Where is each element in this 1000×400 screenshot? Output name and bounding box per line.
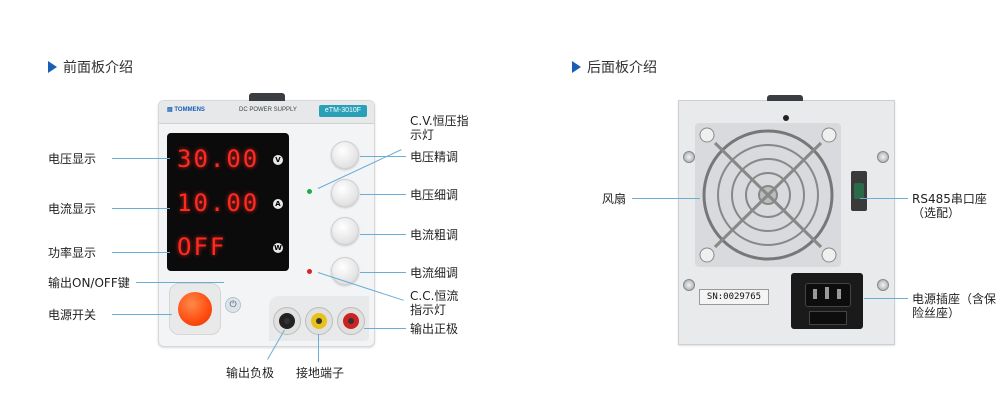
rear-section-title: 后面板介绍: [572, 57, 657, 77]
leader-line: [360, 234, 406, 235]
negative-terminal: [273, 307, 301, 335]
label-cc-led: C.C.恒流指示灯: [410, 289, 459, 317]
unit-w-badge: W: [273, 243, 283, 253]
screw-icon: [877, 279, 889, 291]
label-positive-terminal: 输出正极: [410, 322, 459, 336]
triangle-bullet-icon: [572, 61, 581, 73]
label-current-fine: 电流细调: [410, 266, 459, 280]
label-negative-terminal: 输出负极: [226, 366, 275, 380]
leader-line: [364, 328, 406, 329]
front-panel-image: ▤ TOMMENS DC POWER SUPPLY eTM-3010F 30.0…: [158, 93, 375, 347]
fan-guard-icon: [699, 127, 837, 263]
unit-a-badge: A: [273, 199, 283, 209]
label-power-socket: 电源插座（含保险丝座）: [912, 292, 997, 320]
leader-line: [360, 272, 406, 273]
label-current-coarse: 电流粗调: [410, 228, 459, 242]
label-ground-terminal: 接地端子: [296, 366, 345, 380]
power-socket: [791, 273, 863, 329]
label-voltage-detail: 电压细调: [410, 188, 459, 202]
voltage-fine-knob: [331, 141, 359, 169]
label-voltage-display: 电压显示: [48, 152, 97, 166]
leader-line: [318, 334, 319, 362]
leader-line: [112, 252, 170, 253]
rear-title-text: 后面板介绍: [587, 60, 657, 76]
label-rs485: RS485串口座（选配）: [912, 192, 987, 220]
rear-hole: [783, 115, 789, 121]
lcd-display: 30.00 V 10.00 A OFF W: [167, 133, 289, 271]
power-readout: OFF: [177, 233, 227, 261]
leader-line: [632, 198, 700, 199]
label-cv-led: C.V.恒压指示灯: [410, 114, 469, 142]
leader-line: [112, 158, 170, 159]
cv-led: [307, 189, 312, 194]
leader-line: [360, 194, 406, 195]
label-power-switch: 电源开关: [48, 308, 97, 322]
brand-strip: ▤ TOMMENS DC POWER SUPPLY eTM-3010F: [159, 101, 374, 124]
current-coarse-knob: [331, 217, 359, 245]
front-section-title: 前面板介绍: [48, 57, 133, 77]
top-handle: [249, 93, 285, 101]
front-title-text: 前面板介绍: [63, 60, 133, 76]
triangle-bullet-icon: [48, 61, 57, 73]
unit-v-badge: V: [273, 155, 283, 165]
leader-line: [864, 298, 908, 299]
power-icon: ⏻: [225, 297, 241, 313]
label-current-display: 电流显示: [48, 202, 97, 216]
current-readout: 10.00: [177, 189, 260, 217]
product-line: DC POWER SUPPLY: [239, 107, 297, 113]
leader-line: [360, 156, 406, 157]
leader-line: [136, 282, 224, 283]
rear-panel-image: SN:0029765: [678, 95, 895, 345]
positive-terminal: [337, 307, 365, 335]
brand-logo: ▤ TOMMENS: [167, 107, 205, 113]
voltage-readout: 30.00: [177, 145, 260, 173]
label-output-onoff: 输出ON/OFF键: [48, 276, 130, 290]
voltage-detail-knob: [331, 179, 359, 207]
screw-icon: [683, 151, 695, 163]
label-power-display: 功率显示: [48, 246, 97, 260]
model-badge: eTM-3010F: [319, 105, 367, 117]
label-voltage-fine: 电压精调: [410, 150, 459, 164]
leader-line: [112, 208, 170, 209]
cc-led: [307, 269, 312, 274]
screw-icon: [683, 279, 695, 291]
leader-line: [112, 314, 172, 315]
screw-icon: [877, 151, 889, 163]
leader-line: [860, 198, 908, 199]
power-switch: [169, 283, 221, 335]
fan-grille: [695, 123, 841, 267]
ground-terminal: [305, 307, 333, 335]
serial-number-plate: SN:0029765: [699, 289, 769, 305]
top-handle: [767, 95, 803, 101]
rs485-port: [851, 171, 867, 211]
label-fan: 风扇: [602, 192, 627, 206]
